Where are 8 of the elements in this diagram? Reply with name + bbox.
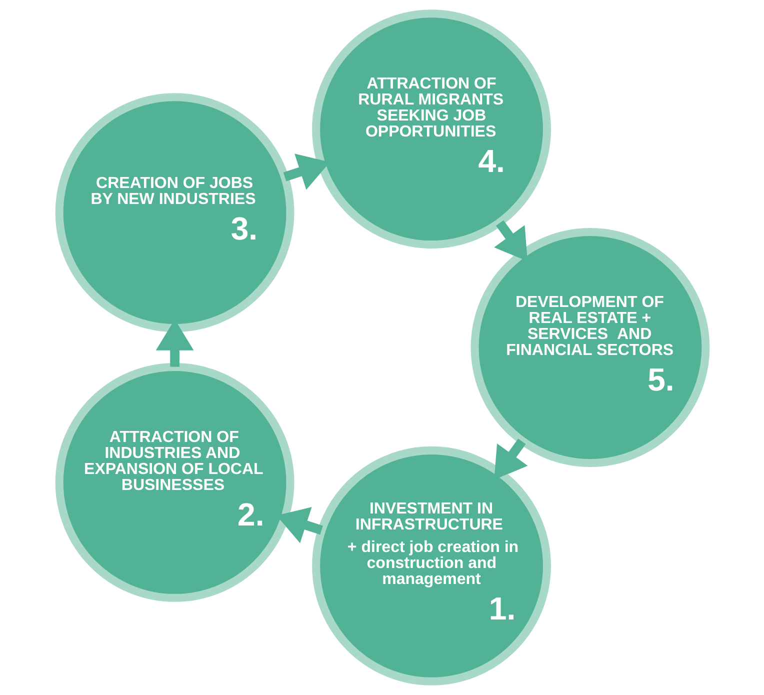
arrow <box>282 154 330 190</box>
node-circle: ATTRACTION OF RURAL MIGRANTS SEEKING JOB OPPORTUNITIES 4. <box>312 10 550 249</box>
node-circle: DEVELOPMENT OF REAL ESTATE + SERVICES AND FINANCIAL SECTORS 5. <box>470 228 710 467</box>
arrow <box>494 220 528 262</box>
node-circle: INVESTMENT IN INFRASTRUCTURE + direct job creation in construction and management 1. <box>312 446 550 686</box>
node-circle: CREATION OF JOBS BY NEW INDUSTRIES 3. <box>54 93 294 332</box>
node-circle: ATTRACTION OF INDUSTRIES AND EXPANSION OF LOCAL BUSINESSES 2. <box>54 363 294 602</box>
arrow <box>494 438 528 480</box>
